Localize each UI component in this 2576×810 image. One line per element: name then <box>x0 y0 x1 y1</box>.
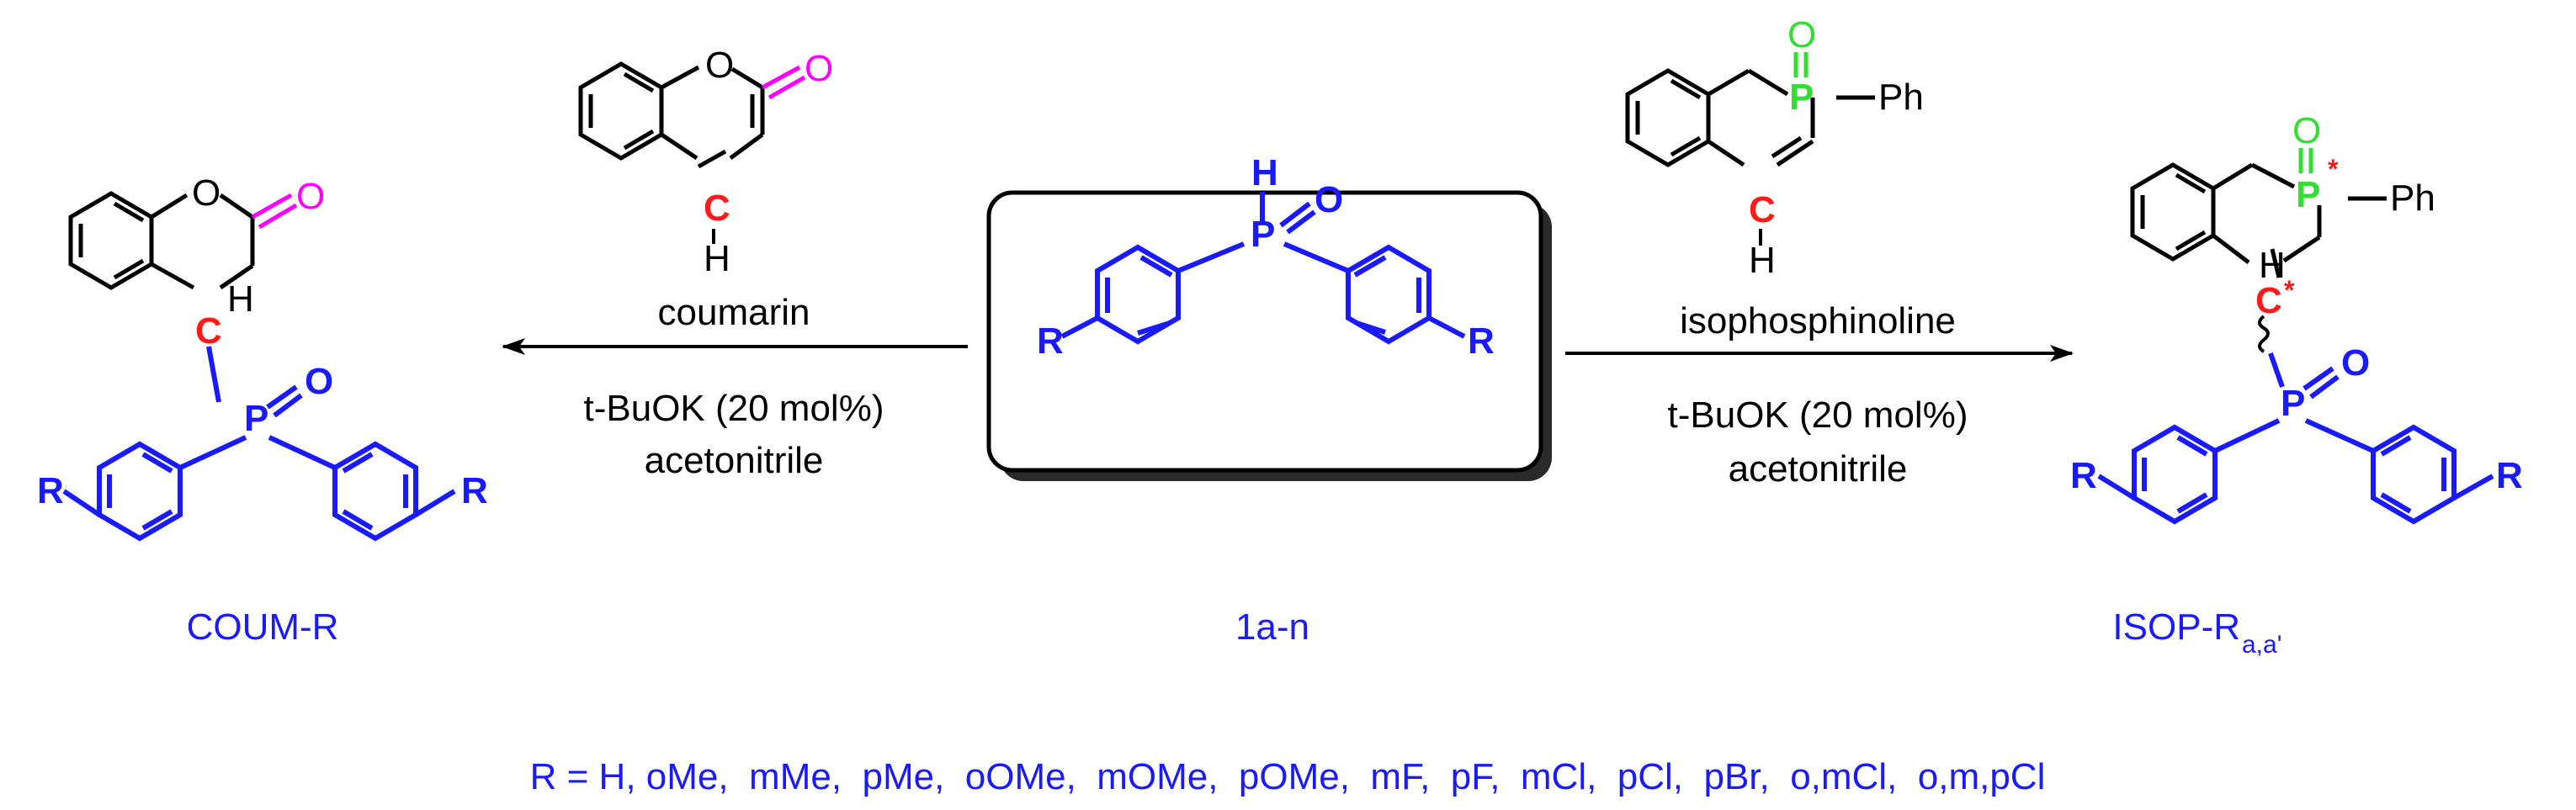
left-conditions-1: t-BuOK (20 mol%) <box>584 388 884 429</box>
start-label: 1a-n <box>1235 606 1309 648</box>
isop-P-top: P <box>2296 174 2320 215</box>
isop-R-left: R <box>2070 455 2097 496</box>
substituents-list: R = H, oMe, mMe, pMe, oOMe, mOMe, pOMe, … <box>530 756 2046 797</box>
starting-material-1a-n <box>1060 192 1466 345</box>
isoph-H: H <box>1749 240 1776 281</box>
coum-H: H <box>227 278 254 320</box>
coum-C: C <box>195 310 222 352</box>
coumarin-name: coumarin <box>658 292 810 333</box>
left-conditions-2: acetonitrile <box>645 440 824 481</box>
isop-product-core <box>2097 352 2494 525</box>
right-conditions-1: t-BuOK (20 mol%) <box>1668 394 1968 436</box>
isop-O-top: O <box>2292 110 2321 151</box>
coumarin-O-carbonyl: O <box>805 48 833 89</box>
isoph-O: O <box>1787 14 1816 56</box>
isop-star-C: * <box>2284 275 2295 305</box>
coum-O-P: O <box>305 361 333 402</box>
right-conditions-2: acetonitrile <box>1729 448 1908 490</box>
isop-C: C <box>2255 280 2282 321</box>
isop-star-P: * <box>2328 154 2339 184</box>
isop-label-subscript: a,a' <box>2242 631 2281 659</box>
start-O: O <box>1315 179 1343 220</box>
isoph-C: C <box>1749 189 1776 230</box>
isoph-P: P <box>1789 77 1814 118</box>
coumarin-structure <box>578 61 765 169</box>
coum-P: P <box>244 398 268 439</box>
starting-material-box <box>986 190 1552 481</box>
coum-R-right: R <box>461 470 488 511</box>
start-R-right: R <box>1468 320 1495 362</box>
isop-H: H <box>2259 245 2286 286</box>
coum-O-carbonyl: O <box>296 176 325 217</box>
start-H: H <box>1251 152 1278 193</box>
coumarin-O-ring: O <box>705 45 734 86</box>
coumarin-H: H <box>704 238 730 279</box>
coum-O-ring: O <box>192 172 220 214</box>
isoph-Ph: Ph <box>1878 77 1924 118</box>
start-R-left: R <box>1037 320 1064 362</box>
coum-product-structure <box>68 191 255 290</box>
isop-product-structure <box>2130 162 2387 278</box>
isop-P: P <box>2281 383 2305 424</box>
coum-R-left: R <box>37 470 64 511</box>
isophosphinoline-structure <box>1625 68 1875 167</box>
isop-label: ISOP-R <box>2112 606 2240 648</box>
start-P: P <box>1251 214 1275 255</box>
coum-product-core <box>62 346 456 542</box>
coum-label: COUM-R <box>187 606 339 648</box>
isop-Ph: Ph <box>2390 177 2435 219</box>
isophosphinoline-name: isophosphinoline <box>1680 300 1956 341</box>
isop-R-right: R <box>2496 455 2523 496</box>
coumarin-C: C <box>704 188 730 229</box>
isop-O-P: O <box>2341 342 2370 384</box>
